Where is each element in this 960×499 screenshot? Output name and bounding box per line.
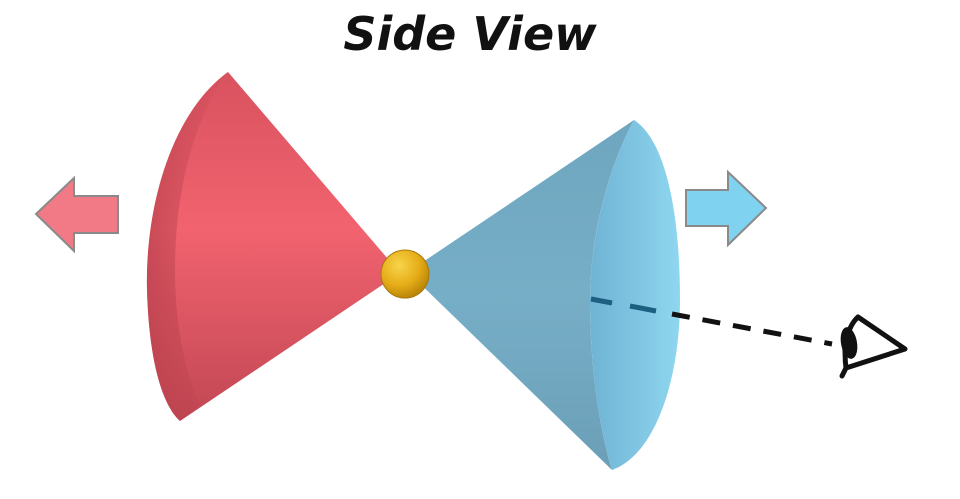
arrow-right-icon: [685, 169, 768, 248]
diagram-title: Side View: [343, 7, 597, 61]
center-sphere: [380, 249, 430, 299]
eye-icon: [839, 314, 908, 379]
blue-cone: [408, 120, 680, 470]
line-of-sight-inside: [590, 296, 657, 314]
line-of-sight: [671, 311, 833, 347]
red-cone: [146, 72, 400, 421]
arrow-left-icon: [34, 175, 119, 254]
